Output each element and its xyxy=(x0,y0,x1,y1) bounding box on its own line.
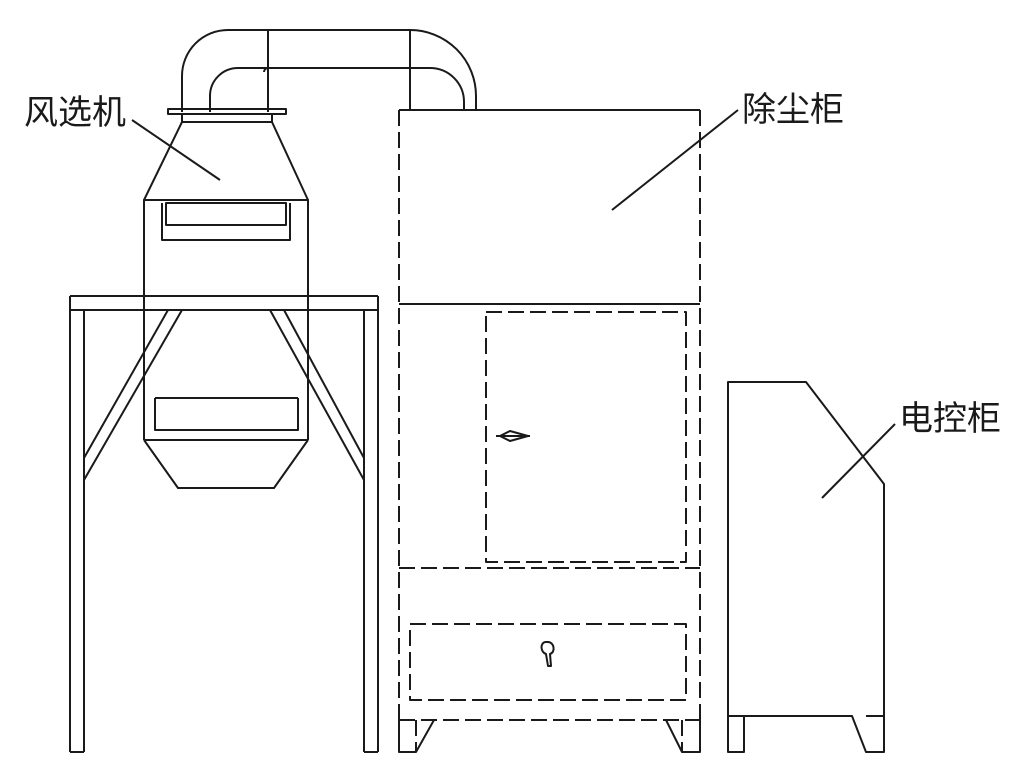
control-cabinet-label: 电控柜 xyxy=(899,399,1001,439)
air-separator xyxy=(132,109,308,488)
duct xyxy=(182,30,476,112)
support-frame xyxy=(70,296,378,752)
dust-cabinet xyxy=(399,110,738,752)
control-cabinet xyxy=(728,382,895,752)
air-separator-label: 风选机 xyxy=(24,93,126,133)
dust-cabinet-label: 除尘柜 xyxy=(742,90,844,130)
